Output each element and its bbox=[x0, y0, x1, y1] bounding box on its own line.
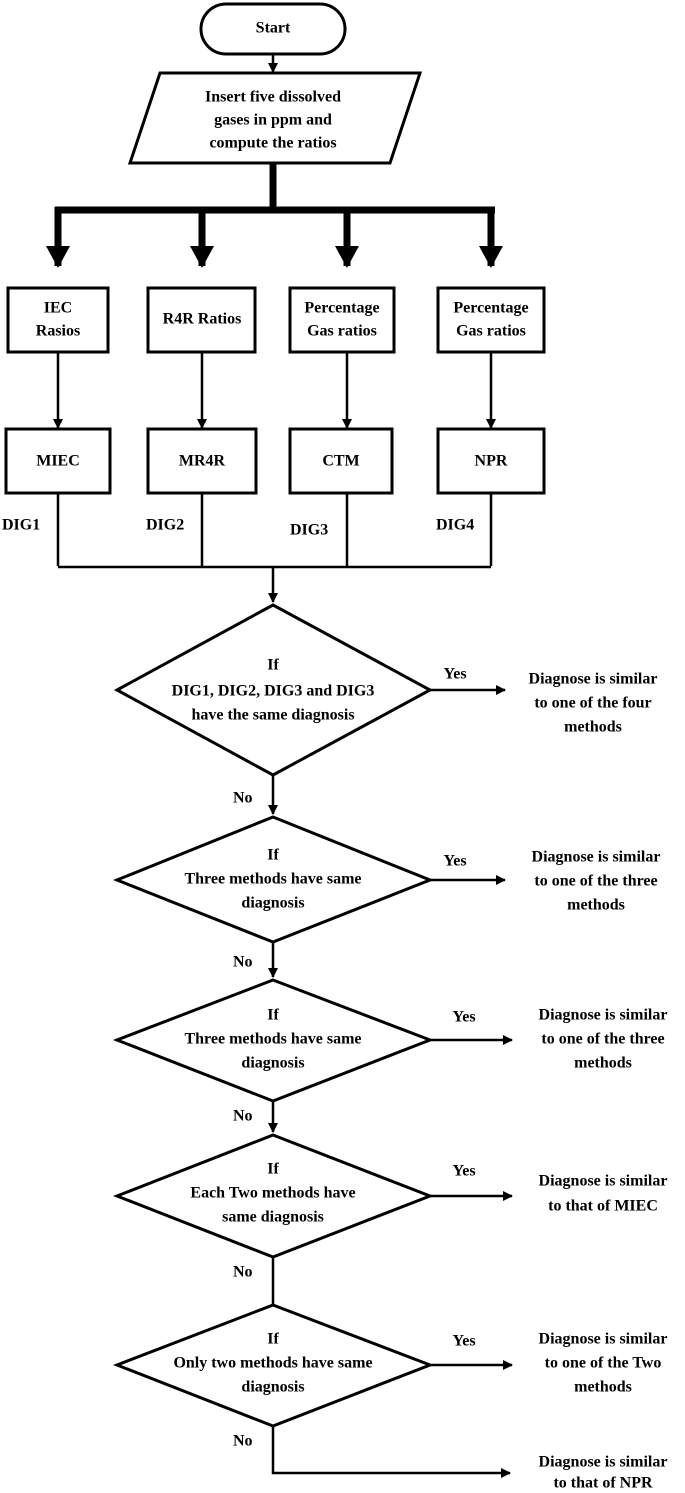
ratio-box-line: Percentage bbox=[304, 300, 379, 317]
decision-3-yes-label: Yes bbox=[452, 1009, 475, 1026]
decision-4-outcome: Diagnose is similar bbox=[539, 1173, 668, 1190]
decision-5-yes-label: Yes bbox=[452, 1333, 475, 1350]
decision-5-outcome: Diagnose is similar bbox=[539, 1331, 668, 1348]
method-box-ctm bbox=[288, 427, 394, 495]
ratio-box-line: R4R Ratios bbox=[163, 311, 242, 328]
decision-3-outcome: Diagnose is similar bbox=[539, 1007, 668, 1024]
decision-3-outcome: to one of the three bbox=[541, 1031, 664, 1048]
decision-3-outcome: methods bbox=[574, 1055, 632, 1072]
ratio-to-method-arrows bbox=[53, 352, 496, 429]
decision-1-outcome: to one of the four bbox=[534, 695, 651, 712]
decision-4-outcome: to that of MIEC bbox=[548, 1198, 658, 1215]
decision-1-line: have the same diagnosis bbox=[191, 707, 354, 724]
start-label: Start bbox=[256, 20, 291, 37]
method-box-label: CTM bbox=[322, 453, 359, 470]
decision-5-line: diagnosis bbox=[241, 1379, 304, 1396]
ratio-box-line: Rasios bbox=[36, 323, 80, 340]
ratio-box-line: Percentage bbox=[453, 300, 528, 317]
method-box-label: NPR bbox=[475, 453, 508, 470]
decision-5-outcome: methods bbox=[574, 1379, 632, 1396]
decision-2-line: diagnosis bbox=[241, 895, 304, 912]
split-connector bbox=[46, 163, 503, 268]
decision-1-outcome: methods bbox=[564, 719, 622, 736]
dig-label: DIG3 bbox=[290, 522, 328, 539]
decision-4-no-label: No bbox=[233, 1264, 253, 1281]
decision-1-line: DIG1, DIG2, DIG3 and DIG3 bbox=[172, 683, 375, 700]
final-outcome: to that of NPR bbox=[553, 1475, 653, 1492]
decision-5-line: Only two methods have same bbox=[173, 1355, 372, 1372]
input-line: gases in ppm and bbox=[214, 112, 332, 129]
decision-5-no-label: No bbox=[233, 1433, 253, 1450]
dig-label: DIG1 bbox=[2, 517, 40, 534]
decision-1-line: If bbox=[267, 657, 279, 674]
method-box-label: MIEC bbox=[36, 453, 80, 470]
decision-2-outcome: methods bbox=[567, 897, 625, 914]
input-line: compute the ratios bbox=[209, 135, 336, 152]
ratio-box-r4r bbox=[146, 286, 257, 354]
decision-4-line: If bbox=[267, 1161, 279, 1178]
merge-connector bbox=[56, 493, 493, 603]
final-outcome: Diagnose is similar bbox=[539, 1454, 668, 1471]
input-text: Insert five dissolved gases in ppm and c… bbox=[205, 89, 341, 152]
decision-2-outcome: Diagnose is similar bbox=[532, 849, 661, 866]
ratio-box-line: Gas ratios bbox=[307, 323, 377, 340]
ratio-box-line: Gas ratios bbox=[456, 323, 526, 340]
decision-2-line: Three methods have same bbox=[184, 871, 361, 888]
decision-4-line: same diagnosis bbox=[222, 1209, 324, 1226]
decision-5-outcome: to one of the Two bbox=[545, 1355, 662, 1372]
decision-4-line: Each Two methods have bbox=[190, 1185, 355, 1202]
decision-1-yes-label: Yes bbox=[443, 666, 466, 683]
ratio-box-line: IEC bbox=[44, 300, 72, 317]
decision-1-outcome: Diagnose is similar bbox=[529, 671, 658, 688]
ratio-box-percentage-2 bbox=[436, 286, 546, 354]
dig-label: DIG4 bbox=[436, 517, 474, 534]
method-box-npr bbox=[436, 427, 546, 495]
dig-label: DIG2 bbox=[146, 517, 184, 534]
decision-4-yes-label: Yes bbox=[452, 1163, 475, 1180]
decision-5-line: If bbox=[267, 1331, 279, 1348]
decision-5-no-arrow bbox=[271, 1426, 511, 1478]
input-parallelogram bbox=[127, 71, 423, 165]
decision-2-outcome: to one of the three bbox=[534, 873, 657, 890]
decision-3-line: Three methods have same bbox=[184, 1031, 361, 1048]
decision-3-line: diagnosis bbox=[241, 1055, 304, 1072]
decision-3-line: If bbox=[267, 1007, 279, 1024]
decision-3-no-label: No bbox=[233, 1108, 253, 1125]
input-line: Insert five dissolved bbox=[205, 89, 341, 106]
decision-2-yes-label: Yes bbox=[443, 853, 466, 870]
decision-2-line: If bbox=[267, 847, 279, 864]
decision-1-no-label: No bbox=[233, 790, 253, 807]
decision-2-no-label: No bbox=[233, 954, 253, 971]
ratio-box-iec bbox=[6, 286, 110, 354]
method-box-miec bbox=[4, 427, 112, 495]
method-box-label: MR4R bbox=[179, 453, 226, 470]
ratio-box-percentage-1 bbox=[288, 286, 396, 354]
